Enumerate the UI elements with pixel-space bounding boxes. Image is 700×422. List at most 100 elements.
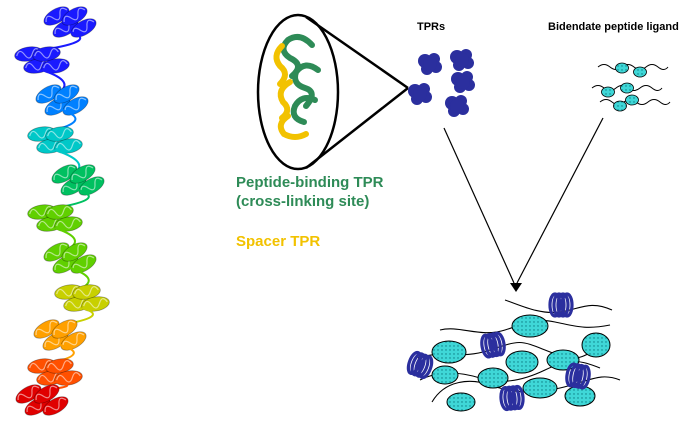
peptide-bead xyxy=(633,66,647,78)
coil-turn xyxy=(548,292,562,318)
ribbon-helix xyxy=(72,284,101,300)
ribbon-highlight xyxy=(44,397,67,413)
ribbon-segment xyxy=(27,126,83,154)
ribbon-segment xyxy=(27,358,83,386)
converging-arrows xyxy=(443,117,604,292)
bidentate-ligand xyxy=(591,82,663,98)
ribbon-highlight xyxy=(56,372,81,383)
network-tpr-coil xyxy=(548,292,574,318)
network-peptide-bead xyxy=(564,385,596,407)
ribbon-highlight xyxy=(71,165,94,181)
coil-turn xyxy=(507,385,521,411)
coil-turn xyxy=(556,292,570,318)
tpr-blob xyxy=(451,71,475,93)
coil-turn xyxy=(499,385,513,412)
tpr-blob xyxy=(450,49,474,71)
tpr-blob xyxy=(418,53,442,75)
tprs-label: TPRs xyxy=(417,21,446,33)
ribbon-segment xyxy=(14,46,70,74)
ribbon-helix xyxy=(54,370,83,386)
bidentate-ligand xyxy=(599,94,671,112)
zoom-cone xyxy=(305,15,409,169)
coil-turn xyxy=(480,333,494,359)
coil-turn xyxy=(565,362,579,388)
tpr-blob-lobe xyxy=(450,99,464,113)
ribbon-highlight xyxy=(53,320,76,336)
ribbon-highlight xyxy=(80,177,103,193)
ribbon-highlight xyxy=(47,206,72,217)
ribbon-highlight xyxy=(63,243,86,259)
peptide-bead xyxy=(601,86,615,98)
network-peptide-bead xyxy=(522,377,558,399)
ribbon-helix xyxy=(81,296,110,312)
peptide-bead xyxy=(625,94,639,106)
ligand-label: Bidendate peptide ligand xyxy=(548,21,679,33)
ribbon-highlight xyxy=(45,243,68,259)
tpr-blob xyxy=(445,95,469,117)
arrow-line-left xyxy=(443,127,515,284)
coil-turn xyxy=(560,292,574,318)
assembled-network xyxy=(406,292,621,412)
ribbon-highlight xyxy=(17,385,40,401)
ribbon-highlight xyxy=(47,360,72,371)
coil-turn xyxy=(414,353,430,378)
tpr-blob-lobe xyxy=(413,87,427,101)
network-peptide-bead xyxy=(505,350,539,374)
network-tpr-coil xyxy=(480,331,506,359)
ribbon-helix xyxy=(61,242,88,262)
coil-turn xyxy=(484,332,498,358)
ribbon-helix xyxy=(53,84,80,104)
ribbon-helix xyxy=(51,164,78,184)
network-peptide-bead xyxy=(511,314,549,338)
ribbon-highlight xyxy=(35,385,58,401)
ribbon-helix xyxy=(45,204,74,220)
ligand-linker xyxy=(597,64,669,70)
ribbon-segment xyxy=(15,384,69,416)
bidentate-ligand-group xyxy=(591,62,671,112)
ribbon-helix xyxy=(15,384,42,404)
spacer-label: Spacer TPR xyxy=(236,233,321,250)
peptide-binding-hairpin-2 xyxy=(292,62,321,109)
ribbon-segment xyxy=(54,284,110,312)
ribbon-helix xyxy=(60,331,87,351)
ribbon-helix xyxy=(43,242,70,262)
ribbon-highlight xyxy=(37,85,60,101)
ribbon-helix xyxy=(51,319,78,339)
ribbon-helix xyxy=(32,46,61,62)
tpr-blob xyxy=(408,83,432,105)
network-peptide-bead xyxy=(446,392,476,412)
spacer-hairpin-1 xyxy=(273,43,288,87)
ribbon-helix xyxy=(61,6,88,26)
coil-turn xyxy=(410,352,426,377)
peptide-bead xyxy=(620,82,634,94)
peptide-binding-hairpin-3 xyxy=(290,95,318,125)
coil-turn xyxy=(418,354,434,380)
ribbon-highlight xyxy=(29,360,54,371)
ribbon-segment xyxy=(43,6,97,38)
ribbon-segment xyxy=(35,84,89,116)
ribbon-helix xyxy=(41,58,70,74)
network-peptide-bead xyxy=(477,367,509,389)
peptide-bead xyxy=(613,100,627,112)
ribbon-helix xyxy=(54,216,83,232)
tpr-blob-lobe xyxy=(423,57,437,71)
tpr-zoom-ellipse xyxy=(256,13,340,171)
ribbon-segment xyxy=(33,319,87,351)
ribbon-helix xyxy=(45,126,74,142)
ribbon-helix xyxy=(62,96,89,116)
coil-turn xyxy=(503,385,517,411)
ribbon-helix xyxy=(45,358,74,374)
ribbon-highlight xyxy=(29,206,54,217)
arrow-line-right xyxy=(516,117,604,284)
ribbon-highlight xyxy=(83,298,108,309)
tpr-blob-lobe xyxy=(456,75,470,89)
tpr-hairpins xyxy=(273,33,321,140)
ribbon-helix xyxy=(33,319,60,339)
ribbon-segment xyxy=(43,242,97,274)
coil-turn xyxy=(573,363,587,389)
network-peptide-bead xyxy=(431,340,467,364)
bidentate-ligand xyxy=(597,62,669,78)
coil-turn xyxy=(511,384,525,411)
ribbon-helix xyxy=(69,164,96,184)
